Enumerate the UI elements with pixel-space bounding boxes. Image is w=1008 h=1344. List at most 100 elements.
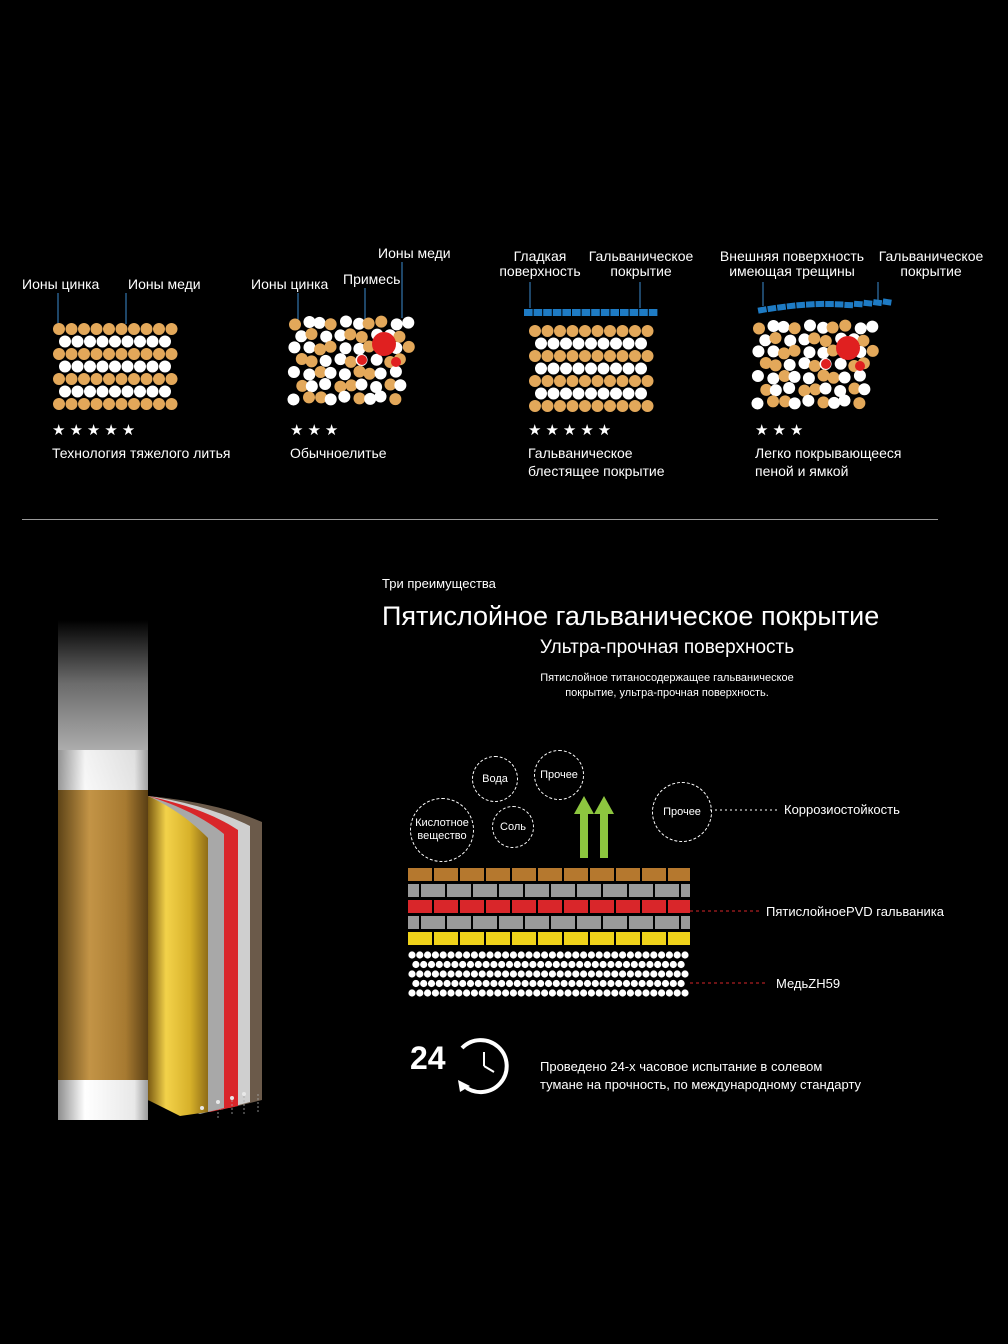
zinc-atom: [90, 373, 103, 385]
zinc-atom: [641, 325, 654, 337]
zinc-atom: [153, 398, 165, 410]
zinc-atom: [769, 359, 782, 372]
copper-atom: [451, 979, 459, 988]
zinc-atom: [103, 348, 115, 360]
zinc-atom: [53, 398, 65, 410]
zinc-atom: [90, 398, 103, 410]
zinc-atom: [393, 330, 406, 343]
pvd-label: ПятислойноеPVD гальваника: [766, 904, 944, 919]
copper-atom: [548, 970, 556, 978]
brick: [590, 868, 614, 881]
zinc-atom: [53, 373, 65, 385]
coating-segment: [776, 303, 787, 311]
copper-atom: [490, 960, 498, 969]
copper-atom: [642, 989, 650, 997]
copper-atom: [374, 367, 387, 380]
copper-atom: [626, 951, 634, 959]
copper-atom: [635, 362, 647, 375]
zinc-atom: [65, 323, 78, 335]
copper-atom: [424, 970, 432, 978]
impurity-atom: [391, 357, 401, 367]
copper-atom: [622, 337, 635, 350]
zinc-atom: [604, 350, 616, 362]
brick: [447, 884, 471, 897]
copper-atom: [677, 979, 685, 988]
zinc-atom: [389, 393, 402, 406]
copper-atom: [334, 329, 347, 342]
other-bubble: Прочее: [534, 750, 584, 800]
zinc-atom: [140, 398, 153, 410]
copper-atom: [439, 970, 447, 978]
description-line2: покрытие, ультра-прочная поверхность.: [565, 687, 769, 699]
copper-atom: [146, 335, 159, 348]
brick: [499, 884, 523, 897]
copper-atom: [777, 320, 790, 333]
diagram-caption-line2: пеной и ямкой: [755, 463, 849, 479]
copper-atom: [451, 960, 459, 969]
copper-atom: [564, 989, 572, 997]
brick: [486, 932, 510, 945]
copper-atom: [661, 960, 670, 969]
zinc-atom: [305, 355, 318, 368]
copper-atom: [478, 989, 486, 997]
copper-atom: [339, 315, 352, 328]
pipe-layers-illustration: [58, 620, 262, 1120]
copper-atom: [783, 382, 796, 395]
impurity-atom: [357, 355, 367, 365]
copper-atom: [470, 989, 478, 997]
copper-atom: [470, 970, 478, 978]
zinc-atom: [140, 348, 153, 360]
copper-atom: [838, 394, 851, 407]
zinc-atom: [78, 323, 90, 335]
copper-atom: [134, 360, 146, 373]
zinc-atom: [541, 400, 554, 412]
brick: [434, 900, 458, 913]
copper-atom: [339, 342, 352, 355]
copper-atom: [494, 970, 502, 978]
rating-stars: ★★★★★: [52, 422, 140, 439]
copper-atom: [619, 970, 627, 978]
copper-atom: [583, 960, 592, 969]
zinc-atom: [817, 396, 830, 409]
coating-segment: [825, 301, 834, 308]
zinc-atom: [541, 350, 554, 362]
diagram-caption: Обычноелитье: [290, 445, 387, 461]
copper-atom: [59, 335, 71, 348]
zinc-atom: [355, 330, 368, 343]
zinc-atom: [839, 319, 852, 332]
copper-atom: [560, 337, 572, 350]
zinc-atom: [641, 350, 654, 362]
copper-atom: [334, 353, 347, 366]
zinc-atom: [857, 334, 870, 347]
zinc-ions-label: Ионы цинка: [22, 276, 100, 292]
copper-atom: [353, 342, 366, 355]
copper-atom: [459, 960, 467, 969]
zinc-atom: [591, 350, 604, 362]
copper-atom: [802, 394, 815, 407]
copper-atom: [622, 387, 635, 400]
copper-atom: [615, 960, 623, 969]
coating-segment: [853, 300, 863, 308]
copper-atom: [505, 960, 514, 969]
zinc-atom: [566, 350, 579, 362]
copper-atom: [587, 970, 595, 978]
copper-atom: [572, 362, 585, 375]
copper-atom: [541, 970, 549, 978]
copper-atom: [305, 380, 318, 393]
brick: [499, 916, 523, 929]
copper-atom: [490, 979, 498, 988]
copper-atom: [439, 989, 447, 997]
brick: [512, 900, 536, 913]
copper-atom: [370, 380, 383, 393]
copper-atom: [587, 989, 595, 997]
copper-atom: [470, 951, 478, 959]
brick: [564, 868, 588, 881]
brick: [564, 932, 588, 945]
zinc-atom: [65, 373, 78, 385]
copper-atom: [642, 970, 650, 978]
copper-atom: [478, 970, 486, 978]
salt-test-text: Проведено 24-х часовое испытание в солев…: [540, 1058, 861, 1094]
coating-segment: [786, 302, 796, 310]
galvanic-coating-flat: [524, 309, 658, 316]
copper-atom: [402, 316, 415, 329]
